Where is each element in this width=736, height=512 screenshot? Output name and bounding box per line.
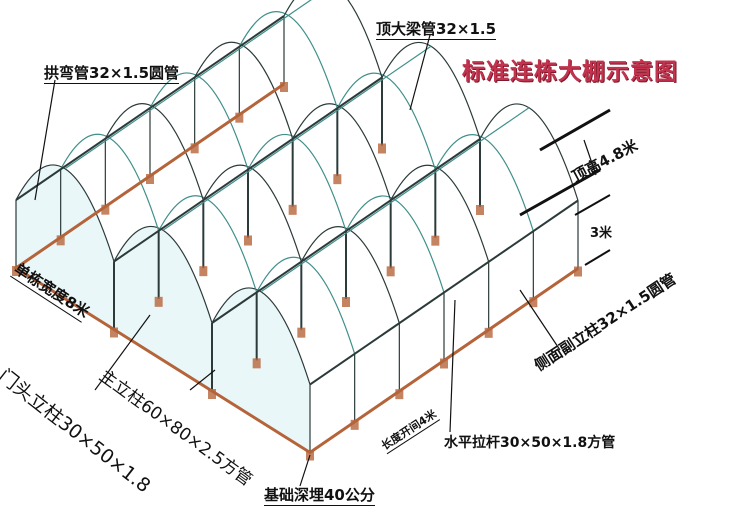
arch-pipe: [434, 134, 534, 232]
foundation-pier: [208, 389, 216, 399]
label-tie-bar: 水平拉杆30×50×1.8方管: [444, 435, 616, 451]
arch-pipe: [238, 11, 338, 109]
gable-glass: [114, 226, 212, 391]
arch-pipe: [211, 287, 311, 385]
leader-tie-bar: [449, 299, 456, 433]
arch-pipe: [300, 226, 400, 324]
arch-pipe: [479, 103, 579, 201]
foundation-pier: [288, 204, 297, 215]
leader-top-beam: [409, 34, 431, 111]
foundation-pier: [431, 235, 440, 246]
label-arch-pipe: 拱弯管32×1.5圆管: [44, 64, 180, 84]
foundation-pier: [110, 327, 118, 338]
foundation-pier: [574, 266, 582, 277]
ridge-beam: [162, 45, 432, 231]
dimension-mid-line: [519, 168, 601, 217]
label-foundation: 基础深埋40公分: [264, 486, 375, 506]
foundation-pier: [146, 174, 154, 184]
arch-pipe: [247, 133, 347, 232]
foundation-pier: [386, 266, 395, 277]
foundation-pier: [12, 266, 20, 276]
foundation-pier: [190, 143, 199, 154]
foundation-pier: [252, 358, 261, 369]
foundation-pier: [235, 112, 244, 123]
arch-pipe: [283, 0, 383, 78]
gable-glass: [212, 287, 310, 453]
foundation-pier: [154, 296, 163, 307]
base-beam: [13, 82, 579, 455]
arch-pipe: [292, 103, 392, 201]
ridge-beam: [64, 0, 312, 170]
arch-pipe: [336, 72, 436, 170]
leader-arch-pipe: [34, 79, 56, 201]
foundation-pier: [484, 327, 493, 338]
dimension-base-line: [584, 249, 611, 266]
foundation-pier: [395, 389, 404, 400]
foundation-pier: [333, 174, 342, 185]
foundation-pier: [56, 235, 65, 246]
dimension-top-line: [539, 108, 611, 152]
arch-pipe: [202, 164, 302, 262]
foundation-pier: [297, 327, 306, 338]
foundation-pier: [244, 235, 252, 246]
foundation-pier: [529, 297, 538, 308]
foundation-pier: [101, 204, 110, 215]
arch-pipe: [345, 195, 445, 293]
ridge-beam: [260, 107, 530, 293]
leader-door-post: [94, 314, 151, 391]
foundation-pier: [342, 297, 350, 307]
leader-side-post: [519, 289, 561, 351]
foundation-pier: [378, 143, 386, 154]
foundation-pier: [199, 266, 208, 277]
arch-pipe: [15, 164, 115, 262]
dimension-arrow: [583, 139, 597, 176]
diagram-title: 标准连栋大棚示意图: [462, 58, 678, 85]
foundation-pier: [476, 205, 484, 215]
foundation-pier: [280, 82, 288, 92]
arch-pipe: [149, 72, 249, 170]
label-top-beam: 顶大梁管32×1.5: [376, 20, 497, 40]
foundation-pier: [350, 419, 359, 430]
arch-pipe: [390, 164, 490, 263]
arch-pipe: [113, 225, 213, 324]
arch-pipe: [104, 103, 204, 201]
leader-foundation: [299, 454, 311, 487]
leader-main-post: [189, 369, 216, 391]
label-shoulder-height: 3米: [590, 226, 613, 241]
foundation-pier: [440, 358, 448, 369]
dimension-shoulder-line: [574, 194, 611, 216]
arch-pipe: [194, 41, 294, 140]
gable-glass: [16, 164, 114, 330]
